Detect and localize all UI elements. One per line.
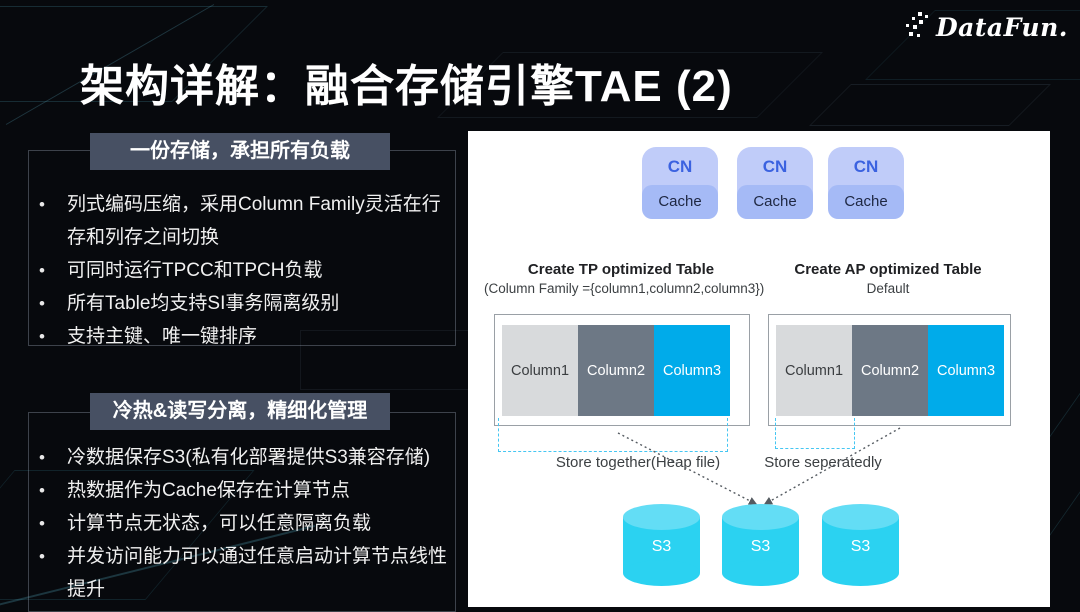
circuit-line-decor [809, 84, 1051, 126]
bullet-item: 热数据作为Cache保存在计算节点 [36, 474, 452, 507]
column-cell: Column2 [852, 325, 928, 416]
ap-table-columns: Column1 Column2 Column3 [776, 325, 1004, 416]
cache-label: Cache [828, 185, 904, 219]
bullet-item: 可同时运行TPCC和TPCH负载 [36, 254, 452, 287]
section-header-hot-cold: 冷热&读写分离，精细化管理 [90, 393, 390, 430]
bullet-item: 冷数据保存S3(私有化部署提供S3兼容存储) [36, 441, 452, 474]
s3-cylinder: S3 [822, 504, 899, 586]
store-together-bracket [498, 418, 728, 452]
tp-table-columns: Column1 Column2 Column3 [502, 325, 730, 416]
connector-lines [617, 427, 901, 505]
bullet-item: 支持主键、唯一键排序 [36, 320, 452, 353]
s3-label: S3 [850, 538, 871, 555]
store-together-label: Store together(Heap file) [555, 454, 721, 471]
section-two-bullet-list: 冷数据保存S3(私有化部署提供S3兼容存储) 热数据作为Cache保存在计算节点… [36, 441, 452, 606]
cn-node: CN Cache [828, 147, 904, 219]
datafun-dots-icon [906, 12, 932, 42]
section-header-one-storage: 一份存储，承担所有负载 [90, 133, 390, 170]
bullet-item: 所有Table均支持SI事务隔离级别 [36, 287, 452, 320]
s3-cylinder: S3 [623, 504, 700, 586]
tp-table-heading: Create TP optimized Table (Column Family… [484, 261, 765, 296]
cn-label: CN [853, 157, 879, 176]
ap-table-title: Create AP optimized Table [794, 261, 982, 278]
datafun-logo: DataFun. [906, 12, 1068, 42]
store-separately-label: Store seperatedly [764, 454, 882, 471]
tp-table-subtitle: (Column Family ={column1,column2,column3… [484, 281, 765, 296]
tp-table: Column1 Column2 Column3 [494, 314, 750, 426]
ap-table-heading: Create AP optimized Table Default [788, 261, 988, 296]
page-title: 架构详解：融合存储引擎TAE (2) [80, 62, 733, 111]
logo-wordmark: DataFun. [936, 12, 1068, 42]
bullet-item: 计算节点无状态，可以任意隔离负载 [36, 507, 452, 540]
ap-table: Column1 Column2 Column3 [768, 314, 1011, 426]
s3-label: S3 [651, 538, 672, 555]
cache-label: Cache [737, 185, 813, 219]
diagram-panel: CN Cache CN Cache CN Cache Create TP opt… [468, 131, 1050, 607]
cache-label: Cache [642, 185, 718, 219]
bullet-item: 列式编码压缩，采用Column Family灵活在行存和列存之间切换 [36, 188, 452, 254]
bullet-item: 并发访问能力可以通过任意启动计算节点线性提升 [36, 540, 452, 606]
cn-label: CN [762, 157, 788, 176]
column-cell: Column1 [502, 325, 578, 416]
s3-cylinder: S3 [722, 504, 799, 586]
column-cell: Column2 [578, 325, 654, 416]
cn-label: CN [667, 157, 693, 176]
s3-label: S3 [750, 538, 771, 555]
column-cell: Column3 [928, 325, 1004, 416]
section-one-bullet-list: 列式编码压缩，采用Column Family灵活在行存和列存之间切换 可同时运行… [36, 188, 452, 353]
column-cell: Column1 [776, 325, 852, 416]
column-cell: Column3 [654, 325, 730, 416]
cn-node: CN Cache [642, 147, 718, 219]
store-separately-bracket [775, 418, 855, 449]
tp-table-title: Create TP optimized Table [527, 261, 715, 278]
ap-table-subtitle: Default [866, 281, 910, 296]
cn-node: CN Cache [737, 147, 813, 219]
